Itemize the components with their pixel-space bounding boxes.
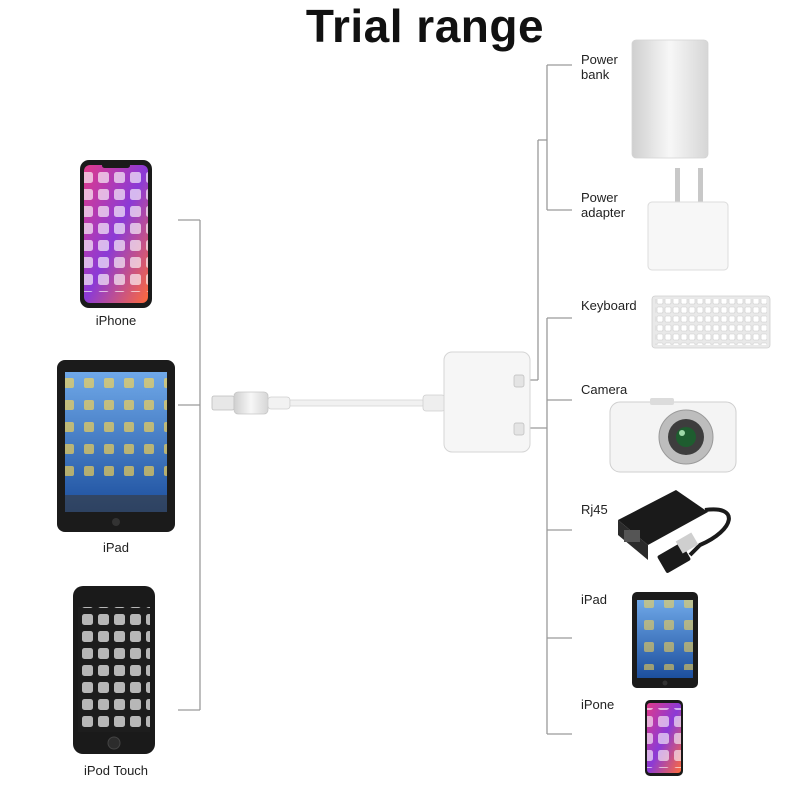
camera-image xyxy=(609,398,737,473)
label-iphone-right: iPone xyxy=(581,697,615,712)
label-ipad: iPad xyxy=(102,540,130,555)
ipad-right-image xyxy=(632,592,698,688)
ipad-image xyxy=(57,360,175,532)
power-bank-image xyxy=(631,39,709,159)
power-adapter-image xyxy=(647,168,729,271)
rj45-image xyxy=(618,490,731,573)
left-connector-bracket xyxy=(178,219,201,711)
label-ipod-touch: iPod Touch xyxy=(83,763,149,778)
page-title: Trial range xyxy=(305,0,545,52)
label-iphone: iPhone xyxy=(95,313,137,328)
adapter-box xyxy=(422,351,531,453)
keyboard-image xyxy=(651,295,771,349)
adapter-port-top xyxy=(513,374,525,388)
label-rj45: Rj45 xyxy=(581,502,608,517)
label-power-bank: Power bank xyxy=(581,52,618,82)
label-keyboard: Keyboard xyxy=(581,298,637,313)
iphone-image xyxy=(80,160,152,308)
lightning-cable xyxy=(211,391,426,415)
label-power-adapter: Power adapter xyxy=(581,190,626,220)
iphone-right-image xyxy=(645,700,683,776)
adapter-port-bottom xyxy=(513,422,525,436)
lightning-tip xyxy=(211,395,235,411)
right-connector-bracket xyxy=(530,64,572,735)
ipod-touch-image xyxy=(73,586,155,754)
lightning-plug xyxy=(233,391,269,415)
label-camera: Camera xyxy=(581,382,628,397)
label-ipad-right: iPad xyxy=(581,592,608,607)
